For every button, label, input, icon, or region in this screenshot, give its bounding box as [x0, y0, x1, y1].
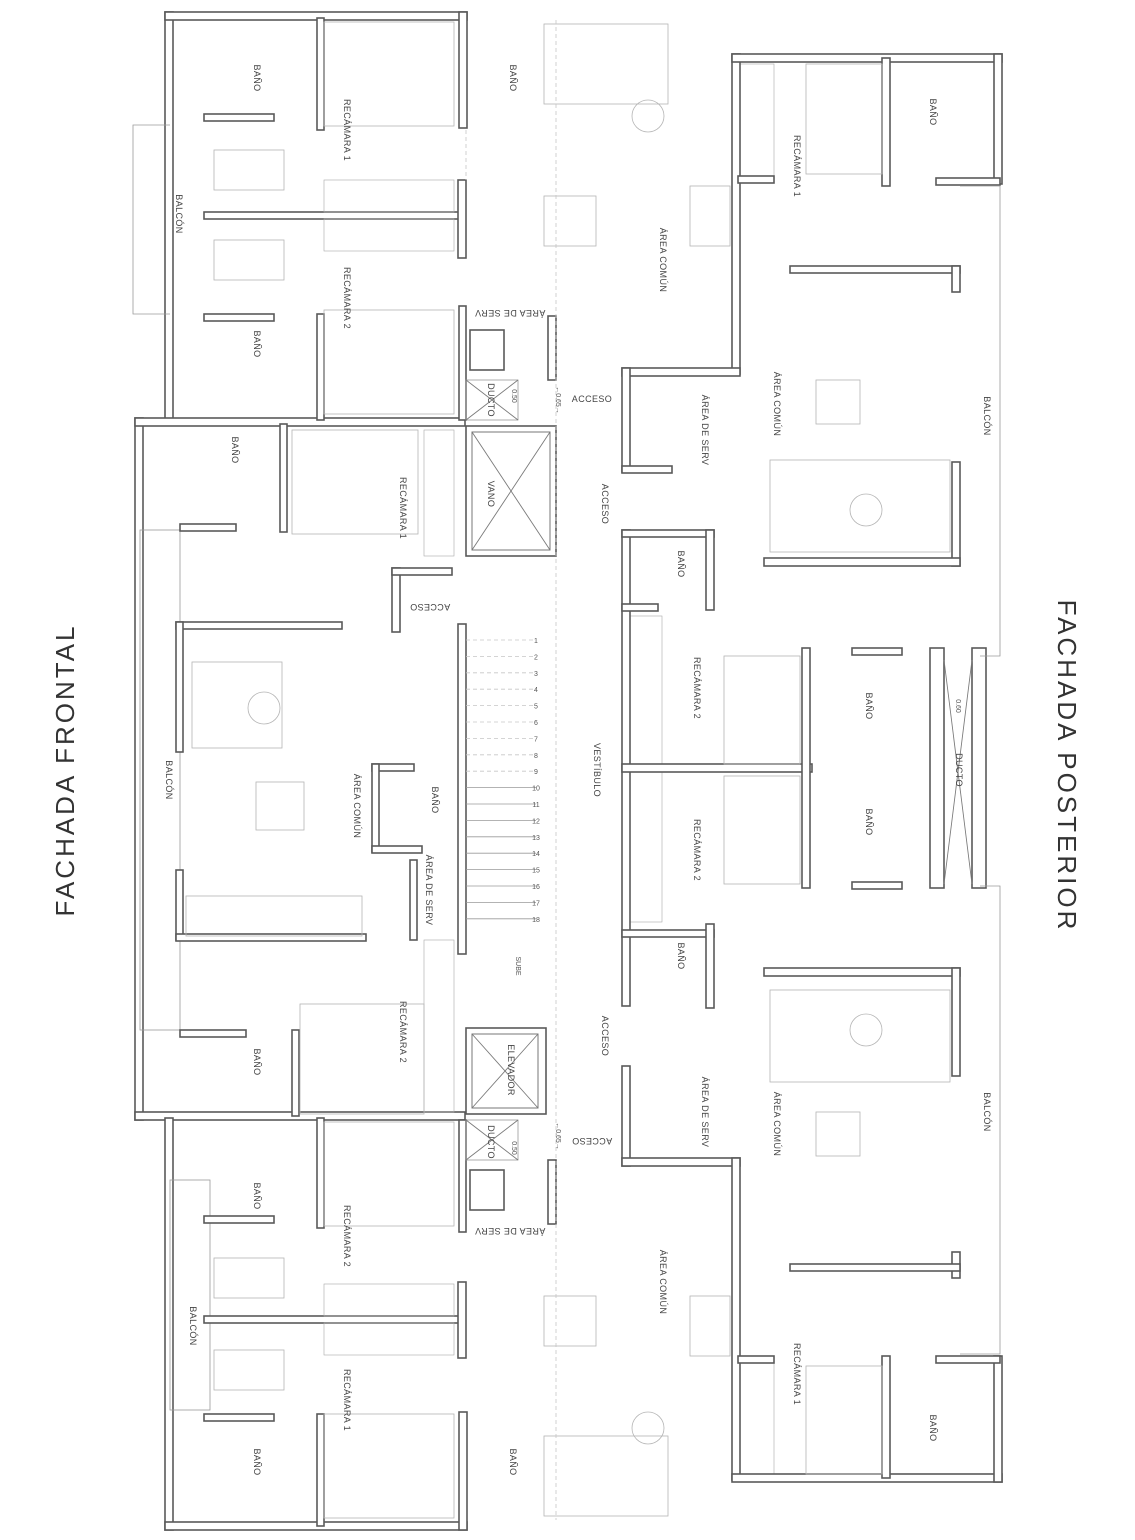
dim-050-2: 0.50 — [510, 1141, 517, 1155]
stair-step-number: 4 — [534, 687, 538, 694]
stair-step-number: 8 — [534, 753, 538, 760]
stair-step-number: 11 — [532, 802, 539, 809]
label-ducto-1: DUCTO — [486, 383, 496, 417]
stair-step-number: 1 — [534, 638, 538, 645]
rear-wing — [621, 53, 1003, 1483]
label-bano-11: BAÑO — [676, 550, 686, 577]
label-ducto-2: DUCTO — [486, 1125, 496, 1159]
label-bano-12: BAÑO — [864, 692, 874, 719]
label-area-comun-4: ÁREA COMÚN — [772, 372, 782, 437]
label-bano-3: BAÑO — [252, 330, 262, 357]
label-area-serv-2: ÁREA DE SERV — [475, 308, 546, 318]
label-area-comun-3: ÁREA COMÚN — [658, 1250, 668, 1315]
front-wing — [132, 11, 468, 1531]
label-balcon-3: BALCÓN — [188, 1306, 198, 1345]
facade-front-label: FACHADA FRONTAL — [50, 623, 80, 916]
label-area-comun-1: ÁREA COMÚN — [352, 774, 362, 839]
label-acceso-2: ACCESO — [600, 484, 610, 524]
guide-lines — [465, 20, 557, 1520]
stair-step-number: 12 — [532, 818, 540, 825]
label-recamara2-3: RECÁMARA 2 — [342, 1205, 352, 1267]
stair-step-number: 5 — [534, 704, 538, 711]
label-area-serv-1: ÁREA DE SERV — [424, 855, 434, 926]
stair-step-number: 2 — [534, 654, 538, 661]
label-bano-1: BAÑO — [252, 64, 262, 91]
dim-050-1: 0.50 — [510, 389, 517, 403]
label-recamara1-2: RECÁMARA 1 — [398, 477, 408, 539]
label-balcon-4: BALCÓN — [982, 396, 992, 435]
label-bano-9: BAÑO — [508, 1448, 518, 1475]
label-bano-10: BAÑO — [928, 98, 938, 125]
stair-step-number: 13 — [532, 835, 540, 842]
label-balcon-1: BALCÓN — [174, 194, 184, 233]
label-recamara2-5: RECÁMARA 2 — [692, 819, 702, 881]
label-recamara1-1: RECÁMARA 1 — [342, 99, 352, 161]
label-vano: VANO — [486, 481, 496, 507]
dim-065-1: ←0.65→ — [554, 386, 561, 414]
label-bano-4: BAÑO — [230, 436, 240, 463]
stair-step-number: 3 — [534, 671, 538, 678]
stair-step-number: 16 — [532, 884, 540, 891]
label-bano-2: BAÑO — [508, 64, 518, 91]
label-recamara1-4: RECÁMARA 1 — [792, 135, 802, 197]
label-acceso-4: ACCESO — [600, 1016, 610, 1056]
label-bano-14: BAÑO — [676, 942, 686, 969]
dim-065-2: ←0.65→ — [554, 1122, 561, 1150]
stair-step-number: 9 — [534, 769, 538, 776]
stair-up-label: SUBE — [514, 956, 521, 975]
label-area-serv-3: ÁREA DE SERV — [475, 1226, 546, 1236]
label-bano-13: BAÑO — [864, 808, 874, 835]
label-bano-7: BAÑO — [252, 1182, 262, 1209]
label-bano-6: BAÑO — [252, 1048, 262, 1075]
stair-step-number: 17 — [532, 900, 540, 907]
label-recamara2-2: RECÁMARA 2 — [398, 1001, 408, 1063]
stair-step-number: 15 — [532, 868, 540, 875]
label-bano-8: BAÑO — [252, 1448, 262, 1475]
stair-step-number: 6 — [534, 720, 538, 727]
label-acceso-3: ACCESO — [410, 602, 450, 612]
stair-step-number: 18 — [532, 917, 540, 924]
furniture — [185, 21, 951, 1519]
stair-step-number: 14 — [532, 851, 540, 858]
label-bano-5: BAÑO — [430, 786, 440, 813]
label-area-comun-5: ÁREA COMÚN — [772, 1092, 782, 1157]
label-area-serv-5: ÁREA DE SERV — [700, 1077, 710, 1148]
room-labels: BAÑO BAÑO RECÁMARA 1 BALCÓN RECÁMARA 2 B… — [164, 64, 992, 1475]
label-recamara2-1: RECÁMARA 2 — [342, 267, 352, 329]
stair-step-number: 7 — [534, 736, 538, 743]
label-recamara1-3: RECÁMARA 1 — [342, 1369, 352, 1431]
label-acceso-5: ACCESO — [572, 1136, 612, 1146]
label-balcon-5: BALCÓN — [982, 1092, 992, 1131]
dim-060: 0.60 — [954, 699, 961, 713]
label-balcon-2: BALCÓN — [164, 760, 174, 799]
label-area-serv-4: ÁREA DE SERV — [700, 395, 710, 466]
label-ducto-3: DUCTO — [954, 753, 964, 787]
label-recamara2-4: RECÁMARA 2 — [692, 657, 702, 719]
label-bano-15: BAÑO — [928, 1414, 938, 1441]
label-area-comun-2: ÁREA COMÚN — [658, 228, 668, 293]
label-vestibulo: VESTÍBULO — [592, 743, 602, 797]
label-elevador: ELEVADOR — [506, 1044, 516, 1096]
label-recamara1-5: RECÁMARA 1 — [792, 1343, 802, 1405]
label-acceso-1: ACCESO — [572, 394, 612, 404]
facade-rear-label: FACHADA POSTERIOR — [1052, 600, 1082, 933]
stair-step-number: 10 — [532, 786, 540, 793]
